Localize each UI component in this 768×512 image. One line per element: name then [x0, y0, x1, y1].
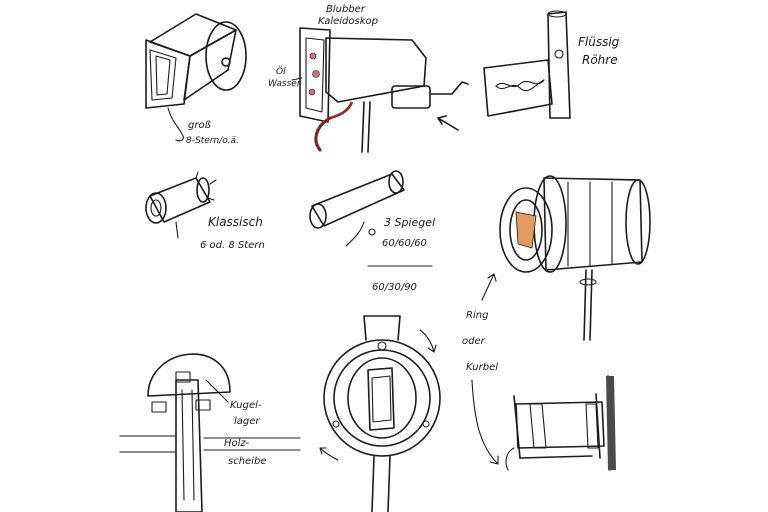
- label-lager: lager: [234, 416, 260, 427]
- label-ring: Ring: [466, 310, 488, 321]
- label-gross-sub: 8-Stern/o.ä.: [186, 136, 239, 146]
- rotate-arrow-icon: [419, 329, 437, 353]
- arrow-icon: [437, 115, 459, 131]
- label-holz: Holz-: [224, 438, 250, 449]
- label-spiegel: 3 Spiegel: [384, 216, 435, 229]
- sketch-blubber-kaleidoscope: Blubber Kaleidoskop Öl Wasser: [268, 4, 469, 153]
- sketch-ball-bearing-wooden-disc: Kugel- lager Holz- scheibe: [119, 353, 301, 512]
- label-oel: Öl: [276, 66, 286, 77]
- sketch-rotating-round-frame: [319, 315, 441, 512]
- label-fluessig: Flüssig: [578, 35, 620, 49]
- sketch-liquid-tube: Flüssig Röhre: [483, 10, 620, 119]
- sketch-classic-kaleidoscope: Klassisch 6 od. 8 Stern: [145, 171, 265, 251]
- sketch-large-box-kaleidoscope: groß 8-Stern/o.ä.: [145, 13, 247, 146]
- label-blubber-1: Blubber: [326, 4, 366, 15]
- label-scheibe: scheibe: [228, 456, 266, 467]
- label-kurbel: Kurbel: [466, 362, 498, 373]
- sketch-drum-with-ring: Ring oder Kurbel: [462, 175, 651, 465]
- label-gross: groß: [188, 120, 211, 131]
- sketch-three-mirror-kaleidoscope: 3 Spiegel 60/60/60 60/30/90: [309, 170, 435, 293]
- label-spiegel-angles-1: 60/60/60: [382, 238, 427, 249]
- label-kugel: Kugel-: [230, 400, 262, 411]
- rotate-arrow-icon-2: [319, 447, 339, 461]
- arrow-up-icon: [481, 273, 497, 301]
- arrow-down-icon: [471, 379, 499, 465]
- label-roehre: Röhre: [582, 53, 618, 67]
- label-oder: oder: [462, 336, 486, 347]
- label-klassisch-sub: 6 od. 8 Stern: [200, 240, 265, 251]
- label-wasser: Wasser: [268, 79, 302, 89]
- label-blubber-2: Kaleidoskop: [318, 16, 378, 27]
- sketch-side-drum-with-crank: [505, 375, 616, 471]
- label-spiegel-angles-2: 60/30/90: [372, 282, 417, 293]
- label-klassisch: Klassisch: [208, 215, 263, 229]
